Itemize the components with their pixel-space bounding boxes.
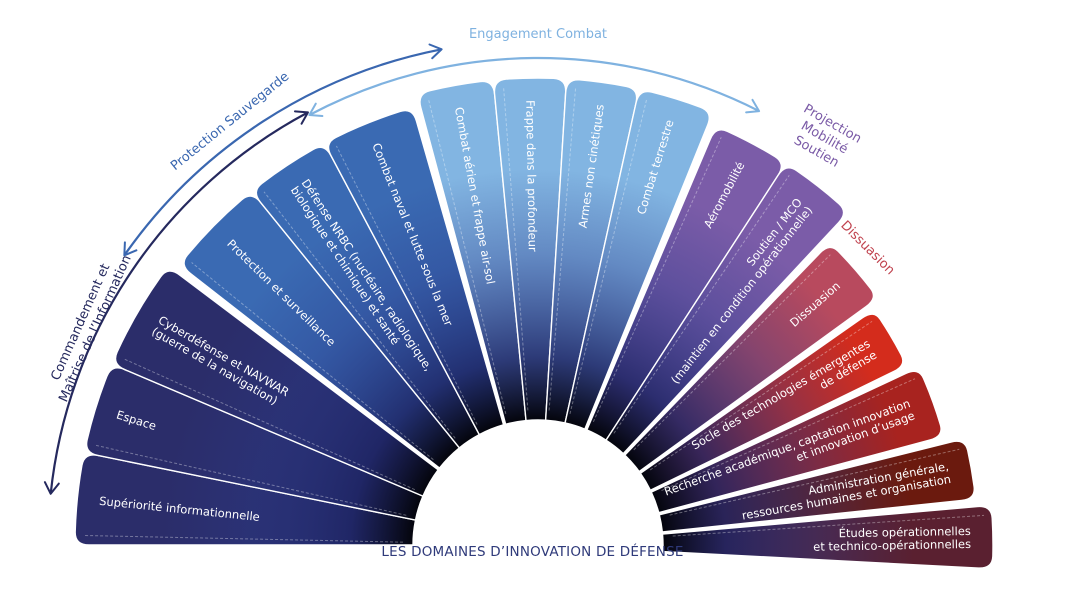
segment-shade: [115, 271, 439, 497]
segment-border: [658, 440, 975, 533]
segment-guide: [191, 262, 434, 461]
arrowhead-icon: [745, 98, 761, 114]
domain-segment: [255, 146, 481, 449]
segment-border: [623, 246, 875, 473]
segment-guide: [428, 99, 507, 415]
segment-border: [605, 167, 845, 455]
arrowhead-icon: [428, 43, 443, 60]
domain-label: Études opérationnelleset technico-opérat…: [813, 523, 971, 554]
segment-shade: [624, 247, 874, 472]
segment-shade: [606, 167, 844, 454]
segment-shade: [494, 78, 566, 421]
domain-segment: [639, 313, 904, 492]
segment-guide: [613, 175, 790, 434]
domain-segment: [493, 77, 567, 422]
segment-border: [661, 505, 994, 569]
segment-shade: [184, 196, 460, 469]
domain-segment: [585, 129, 783, 442]
segment-shade: [419, 81, 527, 425]
segment-guide: [633, 254, 831, 451]
segment-guide: [122, 358, 416, 491]
domain-segment: [85, 367, 424, 521]
domain-segment: [623, 246, 875, 473]
segment-shade: [545, 79, 637, 423]
group-arc-cmi: [43, 110, 309, 495]
domain-label-line: et technico-opérationnelles: [813, 537, 971, 554]
segment-shade: [565, 91, 710, 430]
segment-shade: [586, 129, 782, 441]
segment-border: [114, 270, 440, 498]
arc-line: [308, 56, 760, 116]
segment-border: [639, 313, 904, 492]
segment-guide: [672, 514, 985, 537]
arc-line: [49, 111, 309, 494]
arrowhead-icon: [308, 102, 324, 118]
segment-guide: [94, 444, 407, 516]
segment-guide: [548, 87, 577, 411]
segment-guide: [669, 448, 960, 516]
arrowhead-icon: [123, 241, 138, 257]
segment-shade: [328, 110, 504, 435]
group-label-line: Engagement Combat: [469, 27, 607, 42]
arrowhead-icon: [43, 481, 60, 495]
domain-segment: [114, 270, 440, 498]
segment-border: [650, 370, 942, 514]
domain-label-line: Études opérationnelles: [839, 523, 971, 540]
domain-segment: [564, 90, 710, 431]
domain-segment: [605, 167, 845, 455]
domain-segment: [650, 370, 942, 514]
group-arcs: [43, 43, 761, 495]
domain-label-line: Frappe dans la profondeur: [523, 100, 540, 252]
domain-segment: [419, 80, 527, 426]
segment-guide: [661, 378, 916, 491]
segment-shade: [662, 506, 994, 569]
group-label-line: Protection Sauvegarde: [168, 69, 292, 174]
segment-guide: [649, 320, 873, 471]
segment-guide: [263, 191, 456, 439]
segment-shade: [659, 441, 975, 532]
domain-segments: [74, 77, 994, 569]
segment-guide: [83, 534, 404, 543]
domain-segment: [661, 505, 994, 569]
domain-segment: [658, 440, 975, 533]
segment-guide: [569, 98, 648, 414]
diagram-title: LES DOMAINES D’INNOVATION DE DÉFENSE: [381, 544, 684, 560]
segment-border: [564, 90, 710, 431]
domain-label: Frappe dans la profondeur: [523, 100, 540, 252]
domain-segment: [74, 454, 417, 546]
group-label-ec: Engagement Combat: [469, 27, 607, 42]
group-label-pms: ProjectionMobilitéSoutien: [785, 102, 864, 175]
group-label-ps: Protection Sauvegarde: [168, 69, 292, 174]
segment-shade: [86, 367, 423, 521]
arc-line: [123, 48, 442, 256]
segment-shade: [651, 371, 942, 513]
segment-shade: [75, 454, 416, 545]
domain-segment: [327, 109, 505, 436]
segment-guide: [503, 87, 529, 411]
segment-guide: [592, 137, 722, 423]
segment-border: [327, 109, 505, 436]
group-arc-ec: [308, 56, 761, 118]
domain-segment: [544, 79, 638, 424]
arrowhead-icon: [293, 110, 309, 125]
group-arc-ps: [123, 43, 443, 257]
segment-shade: [640, 314, 903, 491]
segment-shade: [256, 147, 480, 448]
segment-guide: [336, 145, 478, 425]
